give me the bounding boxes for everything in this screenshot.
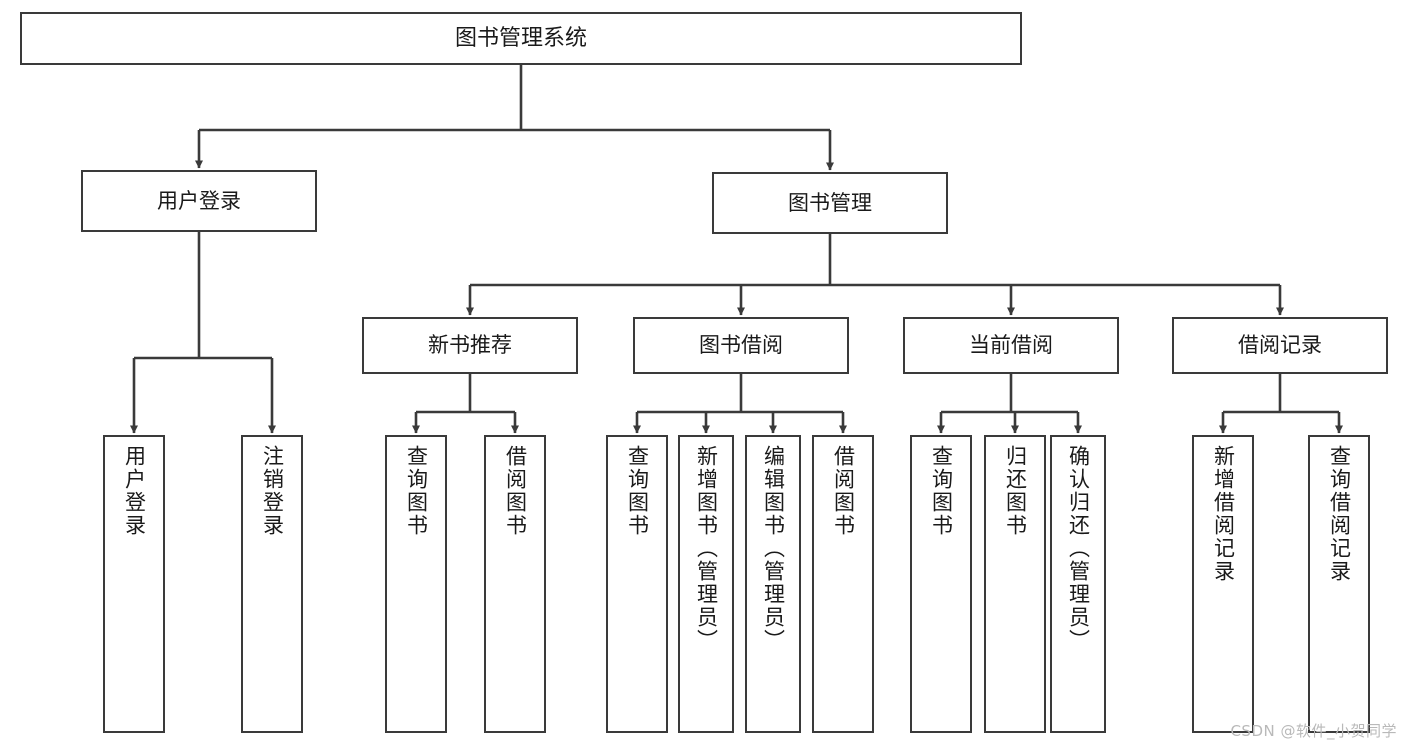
node-leaf-return-book[interactable]: 归还图书 bbox=[984, 435, 1046, 733]
node-leaf-borrow-book-2[interactable]: 借阅图书 bbox=[812, 435, 874, 733]
node-leaf-confirm-return[interactable]: 确认归还（管理员） bbox=[1050, 435, 1106, 733]
node-label: 编辑图书（管理员） bbox=[761, 445, 786, 652]
node-label: 查询图书 bbox=[929, 445, 954, 537]
node-label: 归还图书 bbox=[1003, 445, 1028, 537]
node-leaf-user-login[interactable]: 用户登录 bbox=[103, 435, 165, 733]
node-label: 确认归还（管理员） bbox=[1066, 445, 1091, 652]
node-leaf-edit-book[interactable]: 编辑图书（管理员） bbox=[745, 435, 801, 733]
node-label: 借阅图书 bbox=[831, 445, 856, 537]
node-leaf-query-book-1[interactable]: 查询图书 bbox=[385, 435, 447, 733]
node-leaf-add-book[interactable]: 新增图书（管理员） bbox=[678, 435, 734, 733]
node-label: 新书推荐 bbox=[428, 333, 512, 358]
node-label: 借阅图书 bbox=[503, 445, 528, 537]
node-book-borrow[interactable]: 图书借阅 bbox=[633, 317, 849, 374]
node-label: 图书管理 bbox=[788, 190, 872, 215]
node-label: 当前借阅 bbox=[969, 333, 1053, 358]
node-current-borrow[interactable]: 当前借阅 bbox=[903, 317, 1119, 374]
node-new-book-recommend[interactable]: 新书推荐 bbox=[362, 317, 578, 374]
node-label: 新增借阅记录 bbox=[1211, 445, 1236, 583]
node-leaf-query-book-2[interactable]: 查询图书 bbox=[606, 435, 668, 733]
node-label: 新增图书（管理员） bbox=[694, 445, 719, 652]
node-label: 借阅记录 bbox=[1238, 333, 1322, 358]
watermark: CSDN @软件_小贺同学 bbox=[1230, 722, 1397, 740]
node-label: 查询图书 bbox=[625, 445, 650, 537]
node-leaf-borrow-book-1[interactable]: 借阅图书 bbox=[484, 435, 546, 733]
node-label: 注销登录 bbox=[260, 445, 285, 537]
node-leaf-query-record[interactable]: 查询借阅记录 bbox=[1308, 435, 1370, 733]
node-leaf-query-book-3[interactable]: 查询图书 bbox=[910, 435, 972, 733]
node-leaf-user-logout[interactable]: 注销登录 bbox=[241, 435, 303, 733]
node-label: 查询借阅记录 bbox=[1327, 445, 1352, 583]
node-leaf-add-record[interactable]: 新增借阅记录 bbox=[1192, 435, 1254, 733]
node-label: 查询图书 bbox=[404, 445, 429, 537]
node-label: 图书管理系统 bbox=[454, 25, 587, 51]
node-book-manage[interactable]: 图书管理 bbox=[712, 172, 948, 234]
node-label: 用户登录 bbox=[122, 445, 147, 537]
node-root[interactable]: 图书管理系统 bbox=[20, 12, 1022, 65]
node-label: 图书借阅 bbox=[699, 333, 783, 358]
node-user-login[interactable]: 用户登录 bbox=[81, 170, 317, 232]
node-label: 用户登录 bbox=[157, 188, 241, 213]
node-borrow-record[interactable]: 借阅记录 bbox=[1172, 317, 1388, 374]
